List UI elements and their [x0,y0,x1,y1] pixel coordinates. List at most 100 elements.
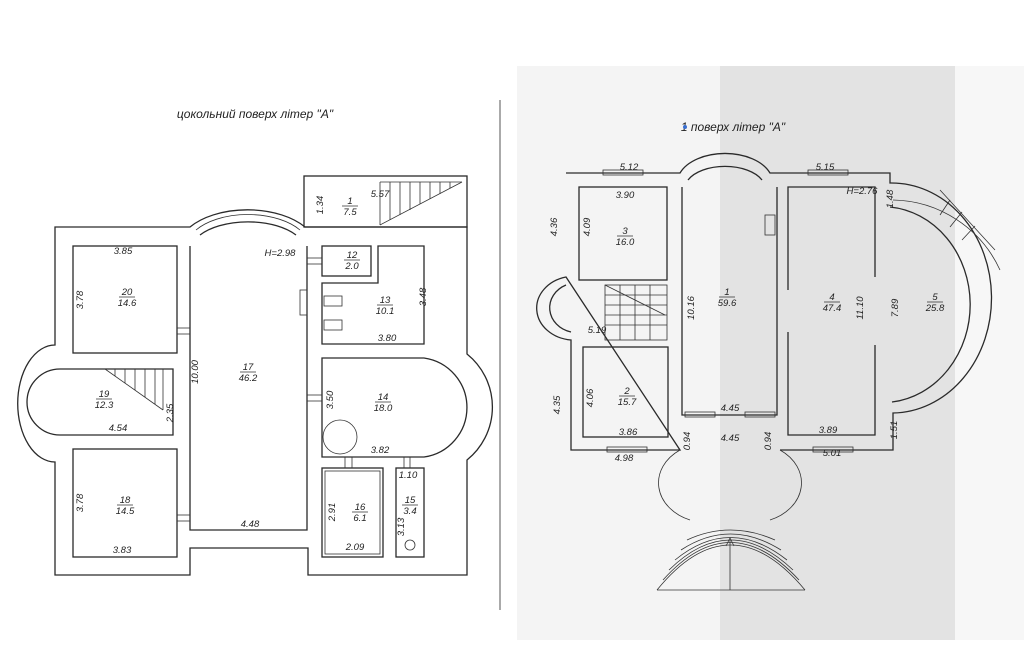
first-floor-plan: 1 поверх літер "А" H=2.76 159.6 215.7 316.… [536,120,1001,591]
room-12 [321,245,372,277]
ceiling-height-label: H=2.98 [265,248,297,259]
dimension-label: 3.86 [619,427,638,438]
room-5 [889,206,971,403]
ceiling-height-label: H=2.76 [847,186,879,197]
room-19 [26,368,174,436]
room-number: 12 [347,250,358,261]
door-marks [177,257,411,522]
dimension-label: 3.89 [819,425,838,436]
room-number: 4 [829,292,834,303]
dimension-label: 11.10 [855,296,866,320]
dimension-label: 4.54 [109,423,128,434]
dimension-label: 3.85 [114,246,133,257]
dimension-label: 7.89 [890,298,901,317]
room-area: 15.7 [618,397,637,408]
porch [656,449,806,591]
room-area: 18.0 [374,403,393,414]
dimension-label: 2.91 [327,503,338,523]
room-number: 3 [622,226,628,237]
room-area: 59.6 [718,298,737,309]
dimension-label: 4.36 [549,217,560,236]
dimension-label: 3.83 [113,545,132,556]
room-18 [72,448,178,558]
outer-wall [17,209,494,576]
first-floor-title: 1 поверх літер "А" [681,120,786,134]
dimension-label: 4.45 [721,403,740,414]
room-number: 2 [623,386,630,397]
dimension-label: 3.90 [616,190,635,201]
room-area: 46.2 [239,373,258,384]
outer-wall [536,152,993,451]
dimension-label: 3.48 [418,287,429,306]
dimension-label: 3.50 [325,390,336,409]
title-dot [683,125,687,129]
room-area: 7.5 [343,207,357,218]
dimension-label: 2.35 [165,403,176,423]
right-paper [517,66,1024,640]
dimension-label: 10.00 [190,359,201,383]
radiator-icons [323,295,343,331]
room-number: 15 [405,495,416,506]
stair-room-19 [104,368,164,411]
room-16 [321,467,384,558]
dimension-label: 3.78 [75,493,86,512]
room-1 [303,175,468,228]
dimension-label: 5.12 [620,162,639,173]
basement-title: цокольний поверх літер "А" [177,107,334,121]
room-20 [72,245,178,354]
room-1 [681,187,778,416]
room-area: 3.4 [403,506,416,517]
dimension-label: 10.16 [686,295,697,319]
boiler-icon [322,419,358,455]
dimension-label: 2.09 [345,542,365,553]
room-2 [582,346,669,438]
room-number: 5 [932,292,938,303]
dimension-label: 4.06 [585,388,596,407]
dimension-label: 4.98 [615,453,634,464]
dimension-label: 4.45 [721,433,740,444]
dimension-label: 4.09 [582,217,593,236]
room-number: 14 [378,392,389,403]
dimension-label: 1.51 [889,421,900,440]
stair-room-1 [379,181,463,226]
room-area: 25.8 [925,303,945,314]
window-marks [602,169,854,453]
room-number: 18 [120,495,131,506]
dimension-label: 3.80 [378,333,397,344]
dimension-label: 1.10 [399,470,418,481]
room-number: 19 [99,389,110,400]
room-area: 16.0 [616,237,635,248]
stair-bay [549,284,572,333]
room-labels: 17.5122.01310.11418.0153.4166.11746.2181… [75,189,429,556]
room-area: 2.0 [344,261,359,272]
room-number: 13 [380,295,391,306]
dimension-label: 3.13 [396,517,407,536]
dimension-label: 5.57 [371,189,390,200]
dimension-label: 5.19 [588,325,607,336]
room-number: 16 [355,502,366,513]
dimension-label: 0.94 [682,432,693,451]
dimension-label: 1.48 [885,189,896,208]
room-14 [321,357,468,458]
room-area: 10.1 [376,306,395,317]
room-number: 1 [724,287,729,298]
room-area: 6.1 [353,513,366,524]
terrace-steps [892,189,1001,271]
room-number: 20 [121,287,133,298]
room-13 [321,245,425,345]
room-3 [578,186,668,281]
dimension-label: 3.78 [75,290,86,309]
room-17 [189,246,308,531]
stair-first-floor [604,284,668,341]
room-area: 14.6 [118,298,137,309]
room-4 [787,186,876,436]
dimension-label: 5.15 [816,162,835,173]
room-number: 17 [243,362,254,373]
bay-window-arch [199,221,297,236]
dimension-label: 4.48 [241,519,260,530]
bay-window-arch [687,165,763,181]
room-area: 12.3 [95,400,114,411]
